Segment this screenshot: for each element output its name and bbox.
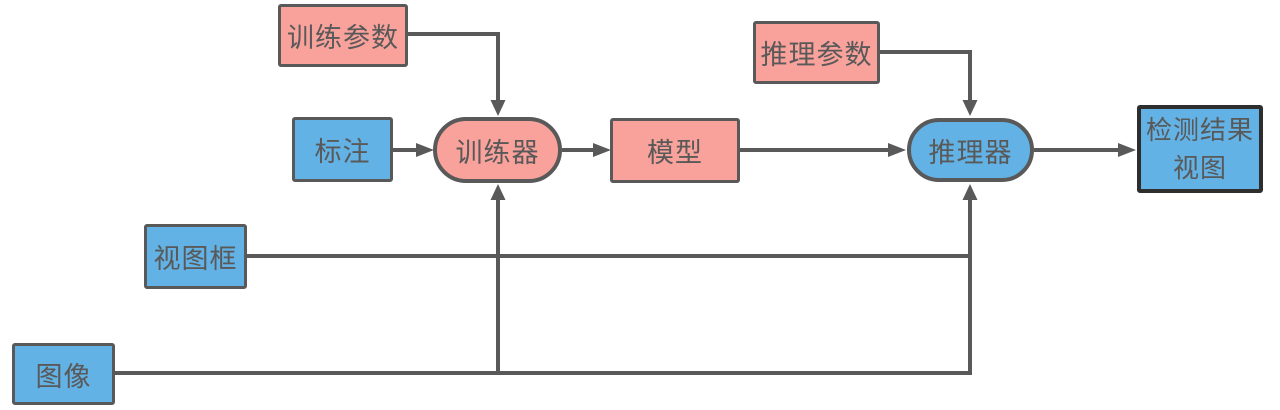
node-image-label: 图像 <box>35 361 92 392</box>
node-inferencer-label: 推理器 <box>928 137 1013 168</box>
node-train-params-label: 训练参数 <box>287 23 399 53</box>
arrowhead-model-left <box>593 143 611 157</box>
arrowhead-trainer-left <box>416 143 434 157</box>
arrowhead-trainer-top <box>490 100 506 116</box>
arrowhead-inferencer-left <box>888 143 906 157</box>
arrowhead-trainer-bottom <box>490 184 506 200</box>
node-image[interactable]: 图像 <box>12 343 115 405</box>
node-model[interactable]: 模型 <box>610 118 740 183</box>
node-trainer[interactable]: 训练器 <box>433 117 562 183</box>
arrowhead-result-view-left <box>1118 143 1136 157</box>
arrowhead-inferencer-bottom <box>962 184 978 200</box>
node-infer-params-label: 推理参数 <box>760 40 873 70</box>
node-result-view-label: 检测结果 视图 <box>1145 115 1254 183</box>
node-annotation[interactable]: 标注 <box>292 117 393 182</box>
node-infer-params[interactable]: 推理参数 <box>753 21 880 84</box>
node-train-params[interactable]: 训练参数 <box>278 4 408 67</box>
node-annotation-label: 标注 <box>314 137 371 167</box>
node-inferencer[interactable]: 推理器 <box>907 118 1034 182</box>
node-view-frame-label: 视图框 <box>153 244 238 274</box>
node-result-view[interactable]: 检测结果 视图 <box>1137 105 1263 193</box>
edge-image-to-inferencer <box>115 200 972 375</box>
node-view-frame[interactable]: 视图框 <box>144 224 247 289</box>
arrowhead-inferencer-top <box>962 100 978 116</box>
edge-infer-params-to-inferencer <box>880 50 972 101</box>
node-model-label: 模型 <box>647 138 703 168</box>
edge-train-params-to-trainer <box>408 32 500 101</box>
node-trainer-label: 训练器 <box>455 137 540 168</box>
